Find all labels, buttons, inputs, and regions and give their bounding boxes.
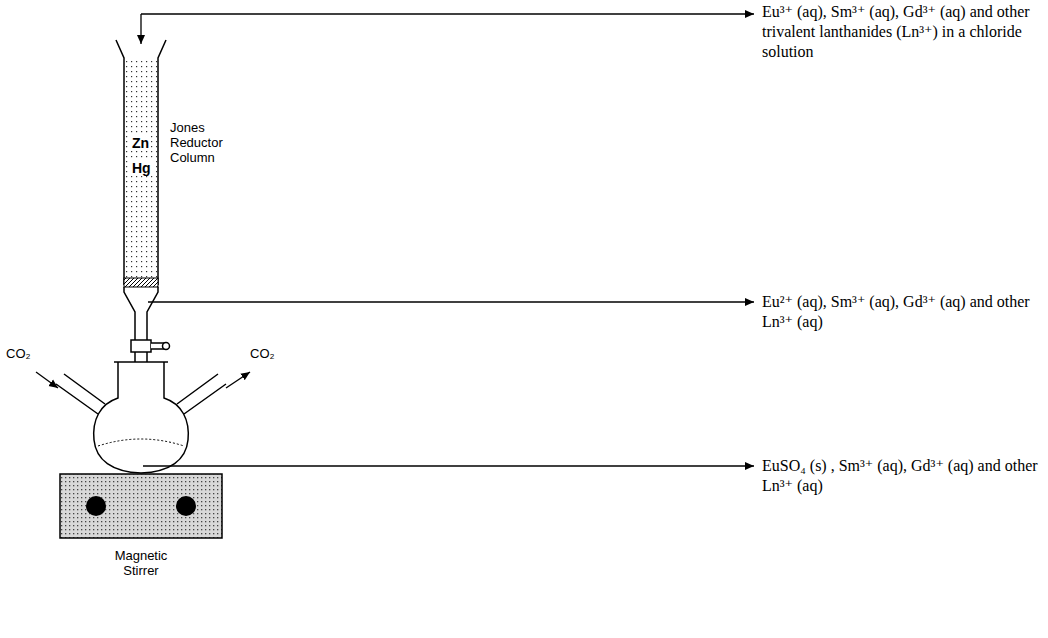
gas-arrows <box>36 372 250 388</box>
reaction-flask <box>56 362 226 473</box>
leader-arrows <box>141 14 754 466</box>
stirrer-label: Magnetic Stirrer <box>101 548 181 578</box>
gas-label: CO₂ <box>250 346 275 361</box>
precipitate-callout: EuSO₄ (s) , Sm³⁺ (aq), Gd³⁺ (aq) and oth… <box>762 456 1044 496</box>
metal-label: Zn <box>130 135 151 151</box>
metal-label: Hg <box>130 160 153 176</box>
gas-label: CO₂ <box>6 346 31 361</box>
column-label: Jones Reductor Column <box>170 120 240 165</box>
solution-callout: Eu³⁺ (aq), Sm³⁺ (aq), Gd³⁺ (aq) and othe… <box>762 2 1044 62</box>
eluate-callout: Eu²⁺ (aq), Sm³⁺ (aq), Gd³⁺ (aq) and othe… <box>762 292 1044 332</box>
magnetic-stirrer <box>60 474 222 538</box>
